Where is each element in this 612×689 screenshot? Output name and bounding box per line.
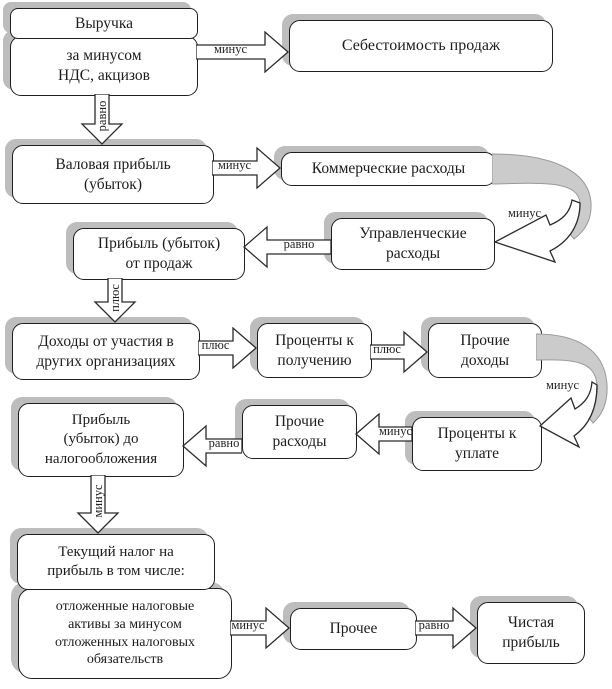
box-other-label: Прочее (329, 620, 378, 638)
box-current-tax-label: Текущий налог на прибыль в том числе: (47, 543, 185, 579)
arrow-plus-interest-receivable: плюс (198, 326, 257, 370)
arrow-minus-other-expenses: минус (355, 412, 412, 456)
arrow-label: минус (213, 42, 248, 56)
arrow-label: плюс (373, 342, 401, 356)
arrow-minus-current-tax: минус (76, 475, 120, 534)
arrow-label: минус (231, 618, 265, 632)
box-other-income: Прочие доходы (428, 323, 542, 378)
arrow-label: равно (283, 237, 315, 251)
box-gross-profit-label: Валовая прибыль (убыток) (55, 155, 171, 193)
arrow-equals-pretax-profit: равно (182, 424, 242, 468)
arrow-label: минус (217, 158, 252, 172)
curved-arrow-minus-interest-payable (536, 333, 610, 463)
curved-arrow-label: минус (546, 378, 580, 392)
box-revenue-label: Выручка (74, 14, 134, 32)
arrow-label: минус (90, 484, 105, 518)
box-deferred-tax: отложенные налоговые активы за минусом о… (18, 588, 232, 679)
curved-arrow-label: минус (508, 206, 542, 220)
box-cost-of-sales-label: Себестоимость продаж (341, 36, 501, 54)
arrow-label: равно (208, 436, 240, 450)
box-less-vat: за минусом НДС, акцизов (10, 36, 198, 96)
box-administrative-expenses: Управленческие расходы (331, 218, 495, 270)
box-commercial-expenses-label: Коммерческие расходы (311, 160, 466, 178)
box-pretax-profit-label: Прибыль (убыток) до налогообложения (44, 412, 158, 467)
box-interest-receivable: Проценты к получению (257, 323, 372, 378)
box-gross-profit: Валовая прибыль (убыток) (12, 145, 214, 204)
arrow-minus-commercial: минус (212, 146, 281, 190)
box-interest-payable: Проценты к уплате (412, 417, 542, 471)
box-less-vat-label: за минусом НДС, акцизов (58, 47, 150, 84)
box-interest-receivable-label: Проценты к получению (275, 331, 354, 369)
arrow-label: равно (418, 618, 450, 632)
arrow-equals-sales-profit: равно (243, 225, 331, 269)
curved-arrow-minus-administrative (492, 153, 596, 268)
box-net-profit: Чистая прибыль (477, 602, 585, 664)
box-other-expenses-label: Прочие расходы (272, 413, 327, 450)
box-pretax-profit: Прибыль (убыток) до налогообложения (18, 403, 184, 477)
arrow-minus-cost-of-sales: минус (196, 30, 289, 74)
box-commercial-expenses: Коммерческие расходы (281, 152, 496, 186)
box-current-tax: Текущий налог на прибыль в том числе: (17, 534, 215, 590)
box-sales-profit-label: Прибыль (убыток) от продаж (97, 235, 221, 272)
box-other-expenses: Прочие расходы (242, 405, 357, 459)
arrow-label: минус (378, 424, 413, 438)
arrow-equals-net-profit: равно (415, 606, 477, 650)
box-deferred-tax-label: отложенные налоговые активы за минусом о… (54, 598, 196, 668)
arrow-label: плюс (201, 338, 230, 352)
box-administrative-expenses-label: Управленческие расходы (359, 225, 467, 262)
box-net-profit-label: Чистая прибыль (502, 614, 560, 651)
arrow-plus-participation: плюс (93, 278, 137, 323)
box-sales-profit: Прибыль (убыток) от продаж (73, 228, 245, 280)
box-participation-income-label: Доходы от участия в других организациях (36, 332, 176, 370)
arrow-minus-other: минус (230, 606, 290, 650)
box-other-income-label: Прочие доходы (460, 331, 510, 369)
arrow-label: плюс (107, 283, 122, 312)
box-participation-income: Доходы от участия в других организациях (12, 323, 200, 380)
box-cost-of-sales: Себестоимость продаж (289, 20, 553, 72)
arrow-plus-other-income: плюс (370, 330, 428, 374)
arrow-equals-gross-profit: равно (80, 94, 124, 145)
arrow-label: равно (94, 101, 109, 132)
box-other: Прочее (290, 608, 417, 650)
box-interest-payable-label: Проценты к уплате (437, 425, 517, 462)
box-revenue: Выручка (10, 8, 198, 39)
